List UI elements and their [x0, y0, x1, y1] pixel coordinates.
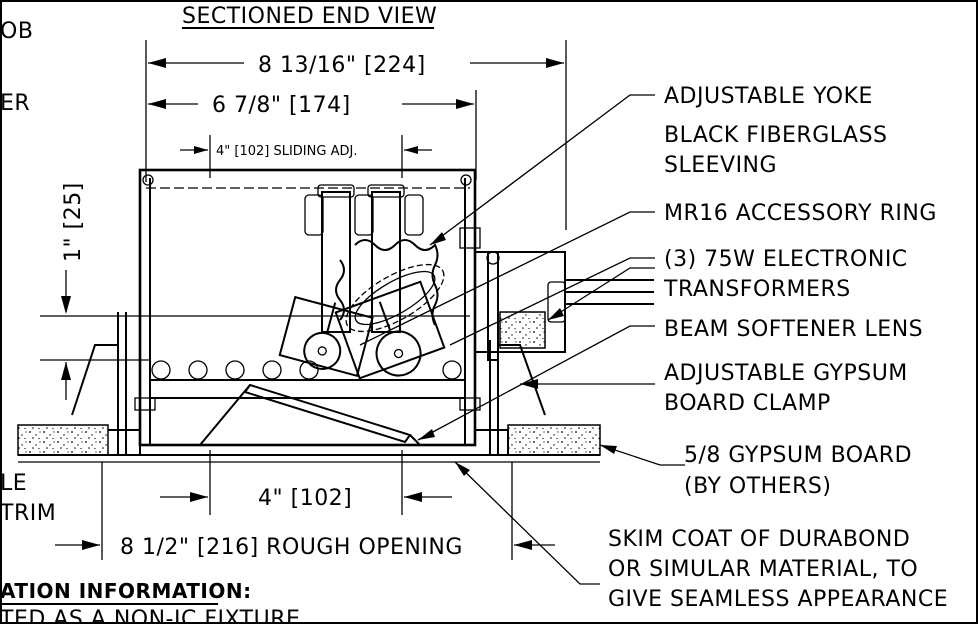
callout-lens: BEAM SOFTENER LENS — [664, 317, 923, 342]
beam-softener-lens — [243, 383, 412, 444]
callout-gypsum-line2: (BY OTHERS) — [684, 474, 831, 499]
transformer-box — [459, 227, 566, 361]
callout-gypsum-line1: 5/8 GYPSUM BOARD — [684, 443, 912, 468]
dim-inner-width: 6 7/8" [174] — [148, 90, 477, 180]
fragment-ob: OB — [0, 19, 33, 44]
callout-transformers-line1: (3) 75W ELECTRONIC — [664, 247, 908, 272]
dim-overall-width-label: 8 13/16" [224] — [258, 53, 426, 78]
transformer-fill — [499, 311, 546, 349]
callout-accessory-ring: MR16 ACCESSORY RING — [664, 201, 937, 226]
rail-circles — [151, 360, 462, 380]
callout-transformers-line2: TRANSFORMERS — [663, 277, 851, 302]
install-info-line1: TED AS A NON-IC FIXTURE — [0, 607, 300, 624]
view-title: SECTIONED END VIEW — [182, 4, 437, 29]
dim-rough-opening: 8 1/2" [216] ROUGH OPENING — [55, 462, 555, 560]
dim-vertical-1in-label: 1" [25] — [61, 182, 86, 262]
dim-overall-width: 8 13/16" [224] — [145, 40, 567, 230]
callout-clamp-line1: ADJUSTABLE GYPSUM — [664, 361, 908, 386]
fragment-er: ER — [0, 91, 30, 116]
callout-fiberglass-line2: SLEEVING — [664, 153, 777, 178]
dim-sliding-adj: 4" [102] SLIDING ADJ. — [180, 135, 432, 178]
callout-adjustable-yoke: ADJUSTABLE YOKE — [664, 84, 873, 109]
dim-sliding-adj-label: 4" [102] SLIDING ADJ. — [216, 144, 357, 159]
dim-rough-opening-label: 8 1/2" [216] ROUGH OPENING — [120, 535, 463, 560]
callout-fiberglass-line1: BLACK FIBERGLASS — [664, 123, 888, 148]
dim-inner-width-label: 6 7/8" [174] — [212, 93, 351, 118]
dim-vertical-1in: 1" [25] — [40, 182, 470, 400]
accessory-ring — [345, 263, 445, 333]
trim-and-clamps — [71, 312, 546, 455]
fragment-trim: TRIM — [0, 501, 56, 526]
callout-skim-line3: GIVE SEAMLESS APPEARANCE — [608, 587, 948, 612]
callout-skim-line2: OR SIMULAR MATERIAL, TO — [608, 557, 918, 582]
leader-lines — [359, 94, 685, 585]
gypsum-board — [17, 424, 601, 463]
fiberglass-sleeving — [335, 239, 439, 326]
dim-aperture: 4" [102] — [160, 450, 452, 515]
callout-skim-line1: SKIM COAT OF DURABOND — [608, 527, 910, 552]
conduit — [547, 279, 654, 323]
fragment-le: LE — [0, 471, 27, 496]
install-info-heading: ATION INFORMATION: — [0, 579, 252, 603]
lamp-assembly-left — [278, 295, 374, 378]
dim-aperture-label: 4" [102] — [258, 486, 352, 511]
callout-clamp-line2: BOARD CLAMP — [664, 391, 831, 416]
